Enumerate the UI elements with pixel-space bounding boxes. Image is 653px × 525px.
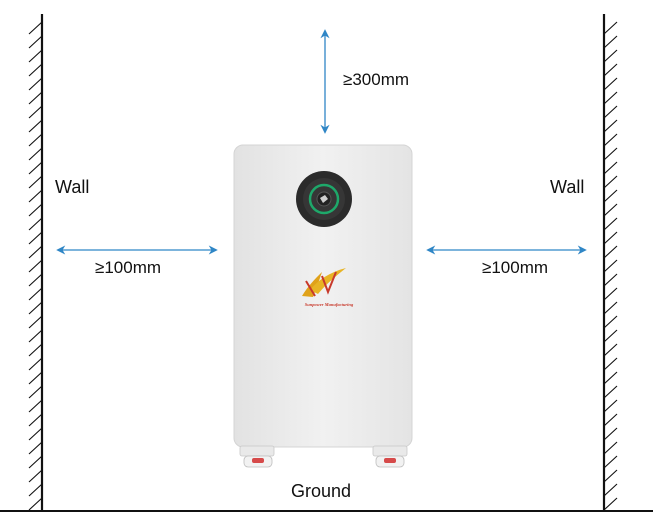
wall-hatch-line bbox=[28, 49, 43, 63]
wall-hatch-line bbox=[28, 357, 43, 371]
wall-hatch-line bbox=[603, 469, 618, 483]
wall-hatch-line bbox=[603, 105, 618, 119]
wall-hatch-line bbox=[603, 245, 618, 259]
wall-hatch-line bbox=[28, 469, 43, 483]
wall-hatch-line bbox=[603, 315, 618, 329]
wall-hatch-line bbox=[28, 273, 43, 287]
wall-hatch-line bbox=[28, 427, 43, 441]
right-wall bbox=[602, 14, 618, 512]
wall-hatch-line bbox=[28, 399, 43, 413]
ground-label: Ground bbox=[291, 481, 352, 501]
wall-hatch-line bbox=[28, 175, 43, 189]
wall-hatch-line bbox=[603, 49, 618, 63]
wall-hatch-line bbox=[28, 63, 43, 77]
wall-hatch-line bbox=[28, 217, 43, 231]
wall-hatch-line bbox=[603, 483, 618, 497]
wall-hatch-line bbox=[603, 259, 618, 273]
wall-hatch-line bbox=[603, 133, 618, 147]
wall-hatch-line bbox=[603, 343, 618, 357]
wall-hatch-line bbox=[603, 63, 618, 77]
wall-hatch-line bbox=[28, 161, 43, 175]
wall-hatch-line bbox=[28, 497, 43, 511]
wall-hatch-line bbox=[28, 231, 43, 245]
wall-hatch-line bbox=[603, 329, 618, 343]
wall-hatch-line bbox=[28, 203, 43, 217]
wall-hatch-line bbox=[603, 77, 618, 91]
wall-hatch-line bbox=[28, 35, 43, 49]
wall-hatch-line bbox=[603, 91, 618, 105]
status-ring-icon bbox=[308, 183, 340, 215]
wall-hatch-line bbox=[603, 399, 618, 413]
wall-hatch-line bbox=[603, 497, 618, 511]
wall-hatch-line bbox=[603, 427, 618, 441]
wall-hatch-line bbox=[603, 455, 618, 469]
wall-hatch-line bbox=[603, 301, 618, 315]
wall-hatch-line bbox=[603, 385, 618, 399]
wall-hatch-line bbox=[603, 441, 618, 455]
right-caster bbox=[372, 445, 408, 468]
wall-hatch-line bbox=[603, 21, 618, 35]
left-clearance-label: ≥100mm bbox=[95, 258, 162, 277]
wall-hatch-line bbox=[28, 119, 43, 133]
top-clearance-label: ≥300mm bbox=[343, 70, 410, 89]
wall-hatch-line bbox=[603, 231, 618, 245]
wall-hatch-line bbox=[603, 175, 618, 189]
right-clearance-label: ≥100mm bbox=[482, 258, 549, 277]
display-module bbox=[296, 171, 352, 227]
wall-hatch-line bbox=[603, 357, 618, 371]
wall-hatch-line bbox=[28, 259, 43, 273]
wall-hatch-line bbox=[603, 371, 618, 385]
wall-hatch-line bbox=[603, 413, 618, 427]
left-caster bbox=[239, 445, 275, 468]
wall-hatch-line bbox=[28, 315, 43, 329]
wall-hatch-line bbox=[603, 217, 618, 231]
wall-hatch-line bbox=[28, 385, 43, 399]
brand-name: Sunpower Manufacturing bbox=[304, 302, 354, 307]
wall-hatch-line bbox=[28, 133, 43, 147]
wall-hatch-line bbox=[28, 413, 43, 427]
wall-hatch-line bbox=[28, 21, 43, 35]
wall-hatch-line bbox=[603, 147, 618, 161]
brand-logo bbox=[302, 268, 346, 297]
wall-hatch-line bbox=[28, 371, 43, 385]
wall-hatch-line bbox=[603, 35, 618, 49]
wall-hatch-line bbox=[28, 455, 43, 469]
wall-hatch-line bbox=[28, 105, 43, 119]
wall-hatch-line bbox=[603, 203, 618, 217]
battery-cabinet bbox=[233, 144, 413, 468]
wall-hatch-line bbox=[603, 161, 618, 175]
wall-hatch-line bbox=[28, 245, 43, 259]
wall-hatch-line bbox=[28, 441, 43, 455]
wall-hatch-line bbox=[603, 273, 618, 287]
wall-hatch-line bbox=[28, 343, 43, 357]
wall-hatch-line bbox=[603, 189, 618, 203]
wall-hatch-line bbox=[28, 301, 43, 315]
wall-hatch-line bbox=[28, 287, 43, 301]
left-wall bbox=[28, 14, 44, 512]
wall-left-label: Wall bbox=[55, 177, 90, 197]
wall-hatch-line bbox=[28, 329, 43, 343]
wall-hatch-line bbox=[28, 77, 43, 91]
wall-hatch-line bbox=[603, 119, 618, 133]
wall-hatch-line bbox=[28, 189, 43, 203]
wall-hatch-line bbox=[28, 91, 43, 105]
wall-right-label: Wall bbox=[550, 177, 585, 197]
wall-hatch-line bbox=[603, 287, 618, 301]
wall-hatch-line bbox=[28, 483, 43, 497]
wall-hatch-line bbox=[28, 147, 43, 161]
